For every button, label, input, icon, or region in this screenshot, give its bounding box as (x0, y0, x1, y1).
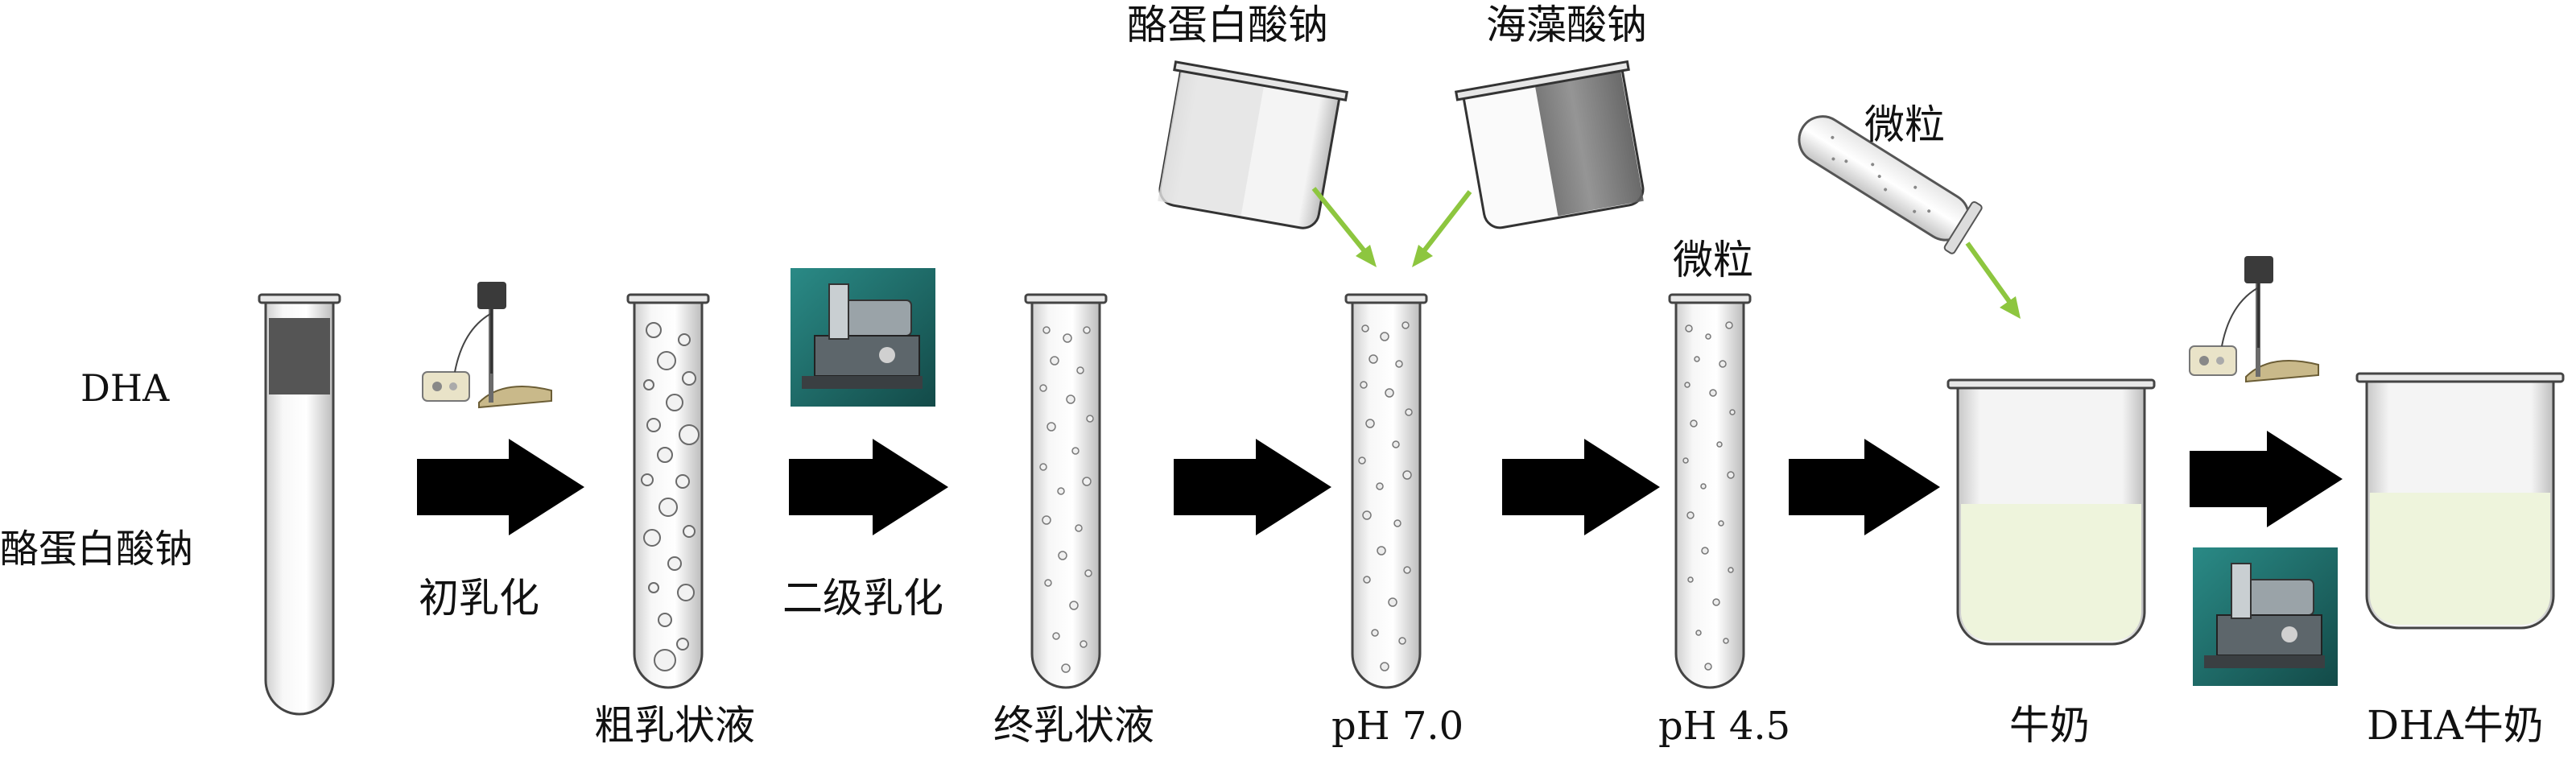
label-alginate-top: 海藻酸钠 (1486, 2, 1647, 48)
label-coarse-emulsion: 粗乳状液 (594, 702, 755, 749)
label-milk: 牛奶 (2009, 702, 2090, 749)
overhead-stirrer-icon (422, 282, 552, 409)
label-microparticle-tube: 微粒 (1673, 237, 1753, 283)
homogenizer-icon (791, 268, 935, 407)
homogenizer-icon-2 (2193, 547, 2338, 686)
process-arrow-4 (1502, 439, 1660, 535)
label-casein-top: 酪蛋白酸钠 (1127, 2, 1328, 48)
test-tube-final-emulsion (1024, 293, 1108, 689)
green-arrow-casein (1311, 187, 1377, 267)
process-arrow-6 (2190, 431, 2343, 527)
green-arrow-alginate (1412, 190, 1472, 267)
test-tube-ph70 (1344, 293, 1428, 689)
beaker-alginate-pouring (1454, 60, 1645, 229)
beaker-milk (1946, 378, 2156, 646)
test-tube-dha-casein (258, 293, 341, 716)
label-casein-left: 酪蛋白酸钠 (0, 527, 193, 572)
green-arrow-microparticle (1965, 242, 2021, 319)
label-dha-milk: DHA牛奶 (2367, 702, 2544, 749)
test-tube-ph45 (1668, 293, 1752, 689)
label-ph70: pH 7.0 (1331, 704, 1463, 749)
beaker-casein-pouring (1158, 60, 1349, 229)
process-arrow-3 (1174, 439, 1331, 535)
test-tube-coarse-emulsion (626, 293, 710, 689)
label-ph45: pH 4.5 (1658, 704, 1790, 749)
label-primary-emulsify: 初乳化 (419, 575, 539, 622)
overhead-stirrer-icon-2 (2189, 256, 2319, 383)
beaker-dha-milk (2355, 372, 2565, 630)
label-microparticle-vial: 微粒 (1864, 101, 1945, 148)
label-secondary-emulsify: 二级乳化 (782, 575, 943, 622)
process-arrow-2 (789, 439, 948, 535)
label-final-emulsion: 终乳状液 (993, 702, 1154, 749)
label-dha: DHA (80, 366, 170, 410)
dha-oil-layer (269, 318, 330, 394)
process-arrow-1 (417, 439, 584, 535)
vial-microparticles (1798, 115, 1983, 254)
process-arrow-5 (1789, 439, 1940, 535)
